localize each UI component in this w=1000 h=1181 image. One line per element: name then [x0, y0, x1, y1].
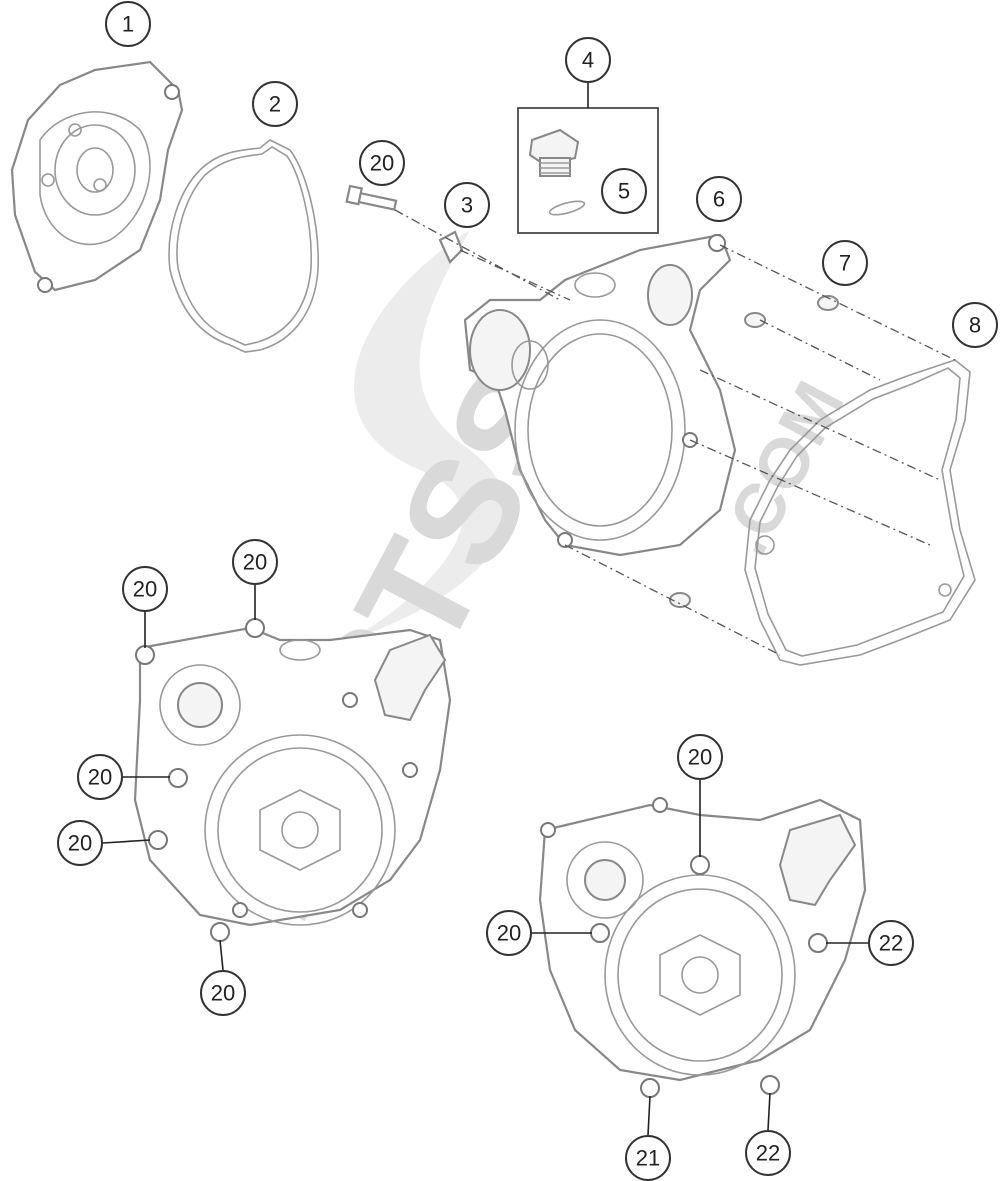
part-ignition-cover [10, 60, 184, 293]
callout-20-left-c: 20 [77, 754, 123, 800]
callout-20-left-b: 20 [232, 539, 278, 585]
callout-20-right-b: 20 [486, 910, 532, 956]
callout-label: 7 [839, 251, 851, 276]
callout-3: 3 [444, 182, 490, 228]
callout-label: 5 [618, 179, 630, 204]
part-clutch-gasket [744, 359, 976, 666]
callout-6: 6 [696, 176, 742, 222]
callout-label: 20 [211, 981, 235, 1006]
part-oil-plug-box [517, 107, 659, 234]
callout-label: 20 [370, 151, 394, 176]
callout-label: 22 [756, 1141, 780, 1166]
callout-label: 3 [461, 193, 473, 218]
callout-label: 8 [969, 313, 981, 338]
callout-20-left-a: 20 [122, 566, 168, 612]
callout-label: 20 [133, 577, 157, 602]
callout-4: 4 [565, 37, 611, 83]
part-cover-gasket [168, 139, 319, 353]
callout-label: 6 [713, 187, 725, 212]
callout-21: 21 [625, 1135, 671, 1181]
callout-label: 20 [243, 550, 267, 575]
callout-2: 2 [252, 81, 298, 127]
callout-label: 20 [688, 745, 712, 770]
callout-label: 1 [122, 12, 134, 37]
part-lock-plate [438, 230, 464, 264]
callout-20-left-d: 20 [57, 820, 103, 866]
watermark-logo-swoosh [350, 230, 507, 640]
assembly-lines [394, 209, 956, 656]
part-dowel-sleeves [669, 295, 839, 608]
callout-label: 20 [68, 831, 92, 856]
callout-label: 21 [636, 1146, 660, 1171]
callout-22-b: 22 [745, 1130, 791, 1176]
part-assembled-cover-right [538, 797, 867, 1098]
callout-1: 1 [105, 1, 151, 47]
part-assembled-cover-left [133, 618, 452, 942]
callout-label: 22 [879, 931, 903, 956]
callout-20-right-a: 20 [677, 734, 723, 780]
callout-20-top: 20 [359, 140, 405, 186]
callout-20-left-e: 20 [200, 970, 246, 1016]
callout-8: 8 [952, 302, 998, 348]
part-bolt-20 [345, 184, 398, 211]
callout-label: 20 [88, 765, 112, 790]
callout-5: 5 [601, 168, 647, 214]
callout-7: 7 [822, 240, 868, 286]
callout-label: 4 [582, 48, 594, 73]
callout-22-a: 22 [868, 920, 914, 966]
leader-lines [102, 83, 868, 1136]
part-clutch-cover [463, 233, 737, 557]
callout-label: 20 [497, 921, 521, 946]
callout-label: 2 [269, 92, 281, 117]
